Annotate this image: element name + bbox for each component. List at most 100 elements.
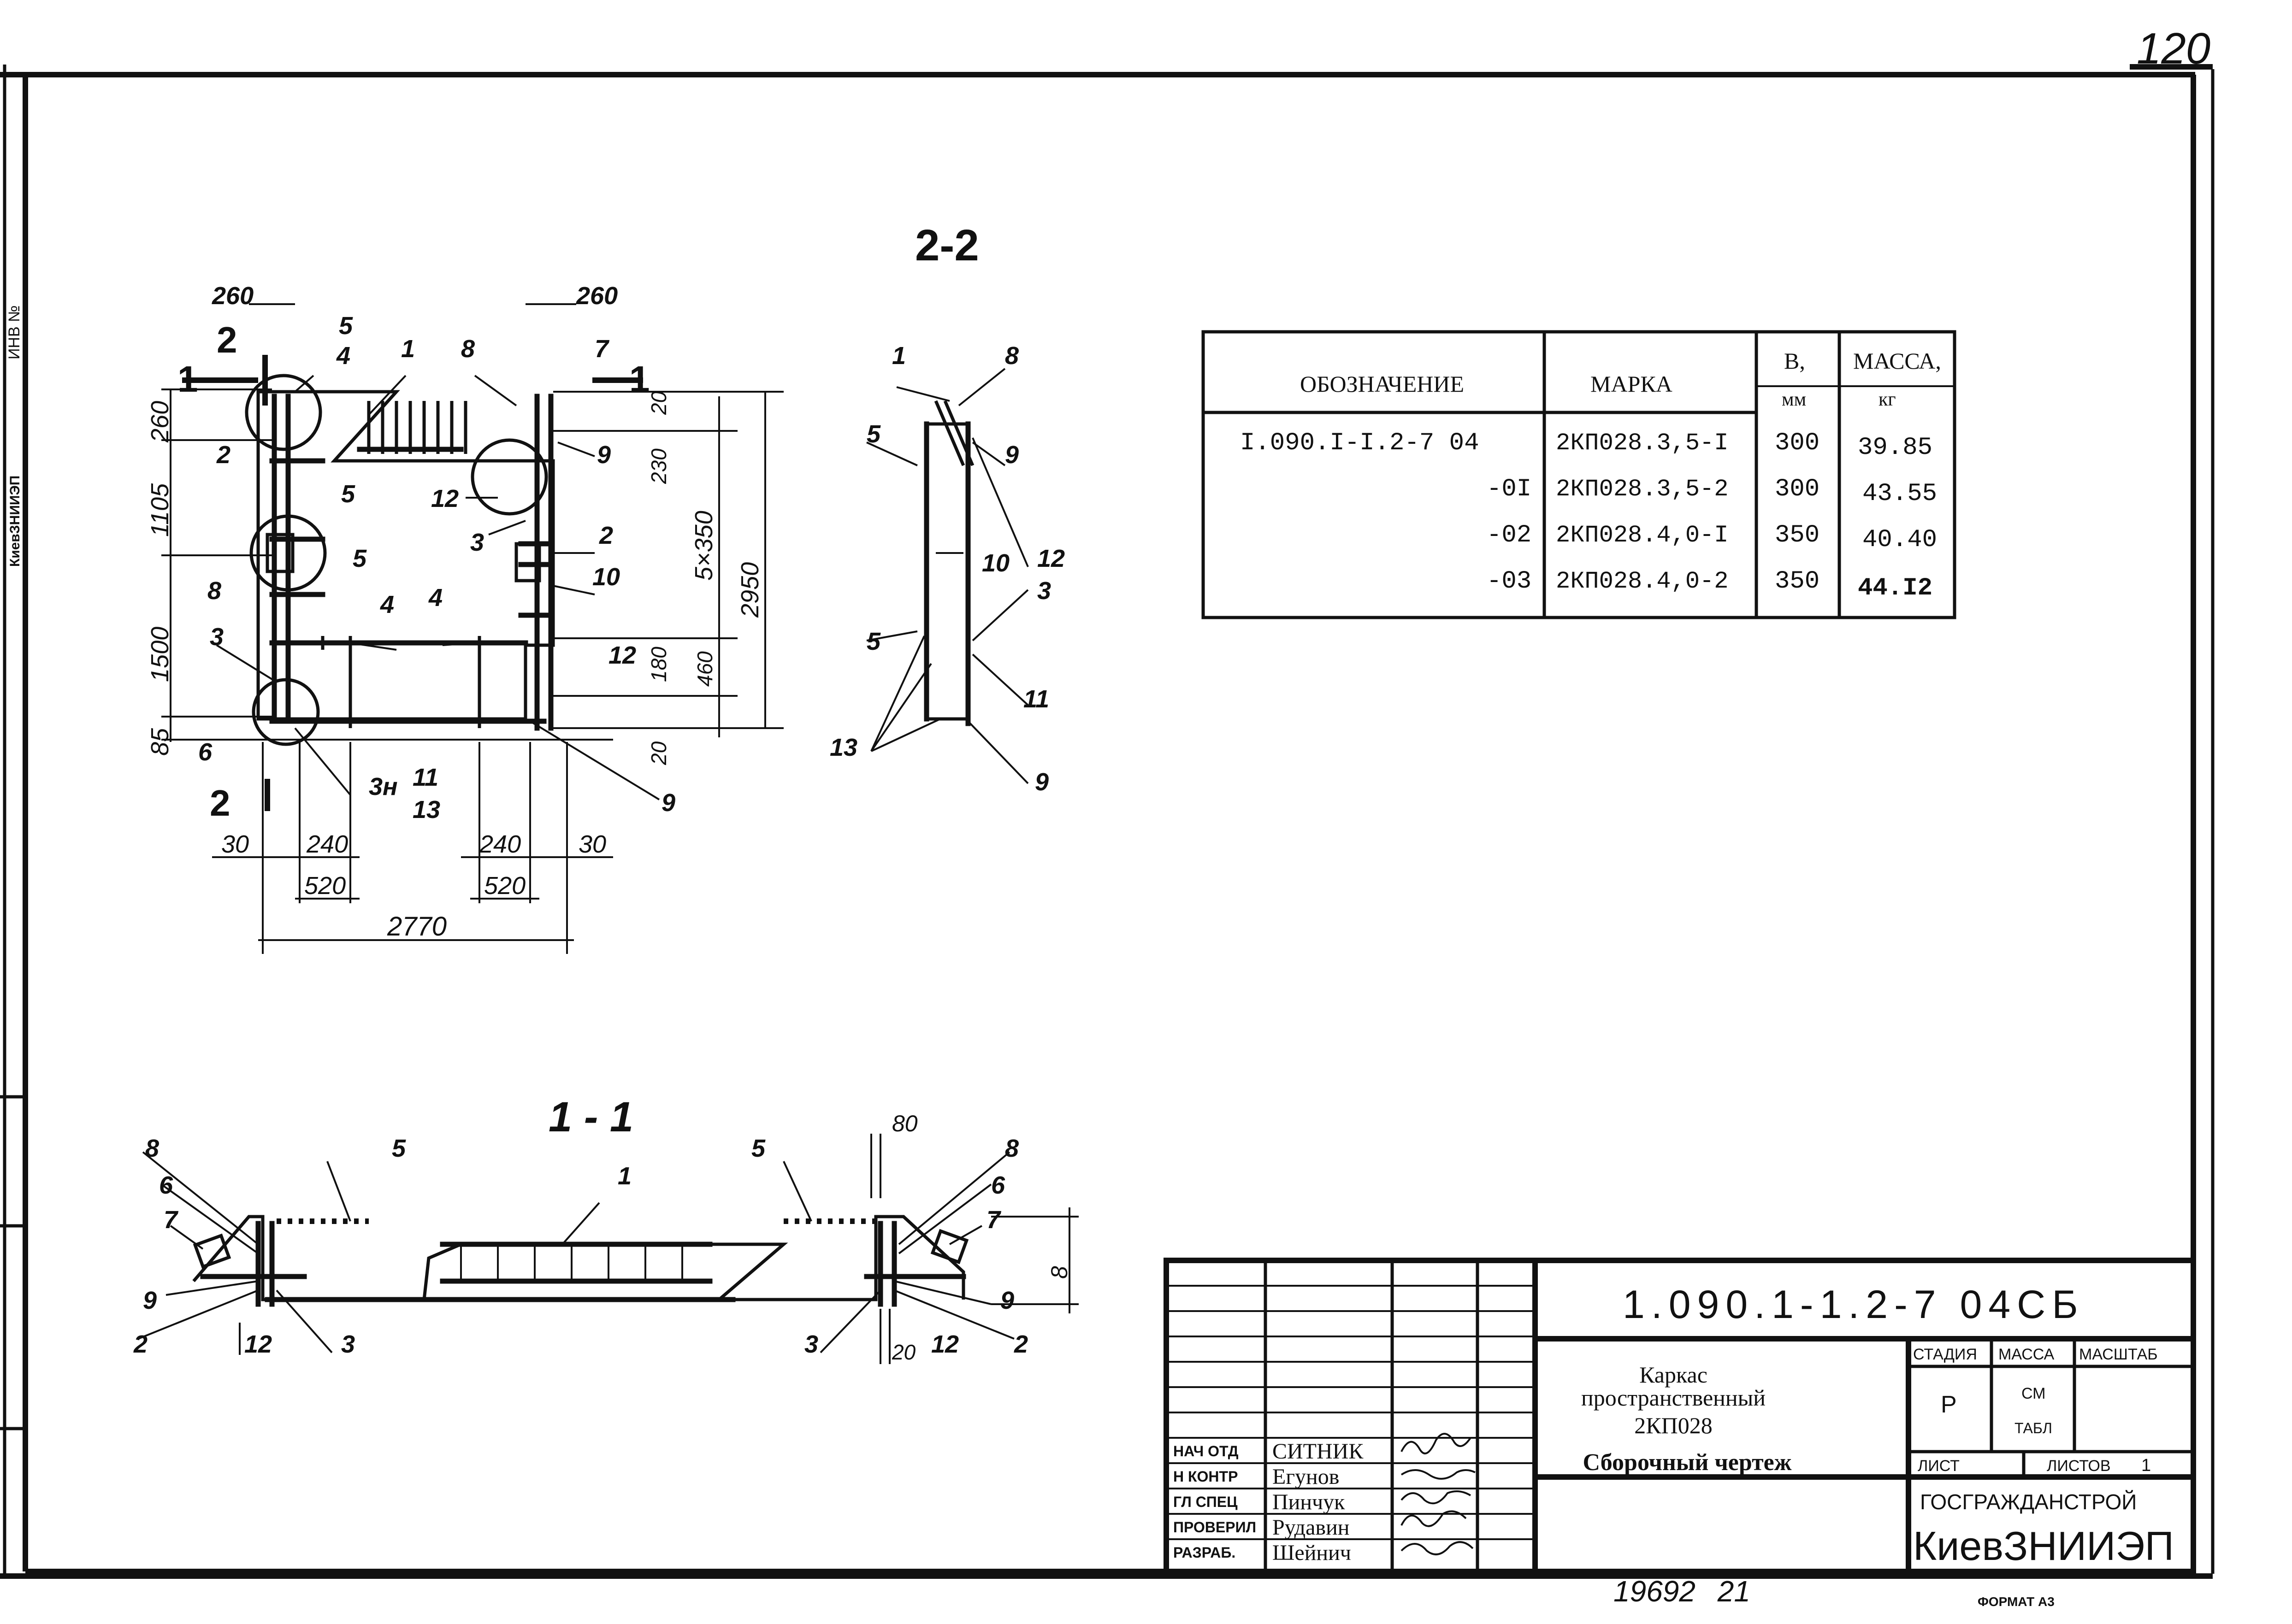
svg-text:1500: 1500 (146, 627, 174, 682)
table-header-mass-unit: кг (1878, 389, 1896, 410)
svg-text:I.090.I-I.2-7 04: I.090.I-I.2-7 04 (1240, 429, 1479, 457)
detail-circle-right (471, 438, 548, 516)
svg-text:5: 5 (353, 545, 367, 572)
svg-text:7: 7 (595, 335, 610, 363)
org-2: КиевЗНИИЭП (1913, 1523, 2174, 1569)
svg-text:6: 6 (198, 738, 213, 766)
svg-text:20: 20 (892, 1340, 916, 1364)
mass-label: МАССА (1998, 1346, 2055, 1363)
svg-text:180: 180 (647, 647, 671, 682)
svg-text:260: 260 (146, 401, 174, 443)
handwritten-signatures (1400, 1433, 1476, 1555)
org-1: ГОСГРАЖДАНСТРОЙ (1920, 1490, 2137, 1514)
svg-text:5: 5 (867, 420, 881, 448)
mass-ref-1: СМ (2021, 1385, 2046, 1402)
svg-text:2: 2 (1014, 1330, 1028, 1358)
svg-text:5: 5 (392, 1135, 406, 1162)
table-row: I.090.I-I.2-7 04 2КП028.3,5-I 300 39.85 (1240, 429, 1932, 462)
svg-text:2: 2 (133, 1330, 148, 1358)
svg-text:240: 240 (306, 830, 348, 858)
svg-text:39.85: 39.85 (1858, 434, 1932, 462)
svg-text:520: 520 (484, 872, 526, 900)
svg-text:9: 9 (1000, 1287, 1014, 1314)
svg-text:9: 9 (662, 789, 675, 817)
svg-text:240: 240 (479, 830, 521, 858)
svg-text:6: 6 (159, 1171, 173, 1199)
svg-text:2КП028.4,0-I: 2КП028.4,0-I (1556, 522, 1728, 549)
drawing-code: 1.090.1-1.2-7 04СБ (1623, 1283, 2085, 1327)
section-2-2-leaders (216, 375, 660, 800)
svg-text:350: 350 (1775, 567, 1819, 595)
svg-text:8: 8 (1005, 342, 1019, 370)
svg-text:Егунов: Егунов (1272, 1465, 1339, 1489)
svg-text:8: 8 (1046, 1266, 1072, 1279)
svg-text:1105: 1105 (146, 483, 174, 537)
svg-text:РАЗРАБ.: РАЗРАБ. (1173, 1544, 1235, 1561)
detail-circle-bottom-left (252, 678, 320, 746)
section-2-2-stirrups (321, 401, 481, 728)
svg-text:2: 2 (217, 319, 237, 360)
mass-ref-2: ТАБЛ (2014, 1420, 2052, 1436)
svg-text:13: 13 (413, 796, 440, 824)
svg-text:Рудавин: Рудавин (1272, 1515, 1349, 1540)
svg-text:СИТНИК: СИТНИК (1272, 1439, 1364, 1464)
svg-text:ПРОВЕРИЛ: ПРОВЕРИЛ (1173, 1519, 1256, 1536)
section-2-2-dimension-texts: 260 260 260 1105 1500 85 20 230 5×350 29… (146, 282, 764, 941)
svg-text:9: 9 (1005, 441, 1019, 469)
title-line-1: Каркас (1639, 1362, 1707, 1388)
detail-circle-mid-left (249, 514, 327, 592)
svg-text:9: 9 (1035, 768, 1049, 796)
svg-text:-03: -03 (1487, 567, 1531, 595)
svg-text:2: 2 (216, 441, 230, 469)
svg-text:20: 20 (647, 391, 671, 415)
table-row: -03 2КП028.4,0-2 350 44.I2 (1487, 567, 1932, 602)
svg-text:2770: 2770 (387, 912, 447, 941)
svg-text:80: 80 (892, 1111, 918, 1136)
title-block: 1.090.1-1.2-7 04СБ Каркас пространственн… (1164, 1258, 2196, 1574)
svg-text:13: 13 (830, 734, 857, 761)
svg-text:1: 1 (892, 342, 906, 370)
left-strip-inv: ИНВ № (6, 305, 23, 359)
svg-text:3: 3 (341, 1330, 355, 1358)
svg-text:4: 4 (380, 591, 394, 618)
svg-text:260: 260 (576, 282, 618, 310)
left-strip-org: КиевЗНИИЭП (7, 476, 23, 567)
svg-text:1: 1 (618, 1162, 632, 1190)
title-line-4: Сборочный чертеж (1583, 1449, 1792, 1476)
drawing-frame (0, 64, 2215, 1579)
signature-rows: НАЧ ОТД СИТНИК Н КОНТР Егунов ГЛ СПЕЦ Пи… (1173, 1439, 1364, 1565)
svg-text:11: 11 (413, 764, 438, 791)
svg-text:350: 350 (1775, 521, 1819, 549)
svg-text:10: 10 (592, 563, 620, 591)
section-1-1-view: 1 - 1 (133, 1094, 1079, 1364)
svg-text:40.40: 40.40 (1862, 526, 1937, 554)
svg-text:7: 7 (987, 1206, 1002, 1234)
svg-text:460: 460 (693, 651, 717, 687)
detail-circle-top-left (245, 374, 322, 451)
section-2-2-cut-marks: 1 1 2 2 (177, 319, 650, 824)
svg-text:30: 30 (579, 830, 606, 858)
svg-text:5: 5 (867, 628, 881, 655)
svg-text:5: 5 (339, 312, 353, 340)
section-1-1-outline (192, 1215, 965, 1301)
table-header-designation: ОБОЗНАЧЕНИЕ (1300, 371, 1464, 397)
svg-text:2КП028.3,5-2: 2КП028.3,5-2 (1556, 476, 1728, 503)
svg-text:Шейнич: Шейнич (1272, 1541, 1351, 1565)
svg-text:9: 9 (143, 1287, 157, 1314)
svg-text:6: 6 (991, 1171, 1005, 1199)
table-header-mark: МАРКА (1590, 371, 1672, 397)
svg-text:НАЧ ОТД: НАЧ ОТД (1173, 1443, 1239, 1459)
svg-text:1: 1 (629, 359, 650, 400)
section-1-1-callouts: 8 5 6 7 9 2 12 3 5 1 8 6 7 9 3 12 2 (133, 1135, 1028, 1358)
svg-text:230: 230 (647, 448, 671, 484)
svg-text:260: 260 (212, 282, 254, 310)
svg-text:ГЛ СПЕЦ: ГЛ СПЕЦ (1173, 1494, 1238, 1510)
page-number: 120 (2137, 24, 2210, 73)
side-view: 1 8 5 9 10 12 3 5 11 13 9 (830, 342, 1065, 796)
sheets-count: 1 (2141, 1456, 2151, 1475)
archive-number: 19692 21 (1613, 1575, 1750, 1608)
svg-text:-02: -02 (1487, 521, 1531, 549)
svg-text:2: 2 (599, 522, 613, 549)
format-label: ФОРМАТ А3 (1978, 1595, 2055, 1609)
svg-text:2950: 2950 (736, 562, 764, 618)
